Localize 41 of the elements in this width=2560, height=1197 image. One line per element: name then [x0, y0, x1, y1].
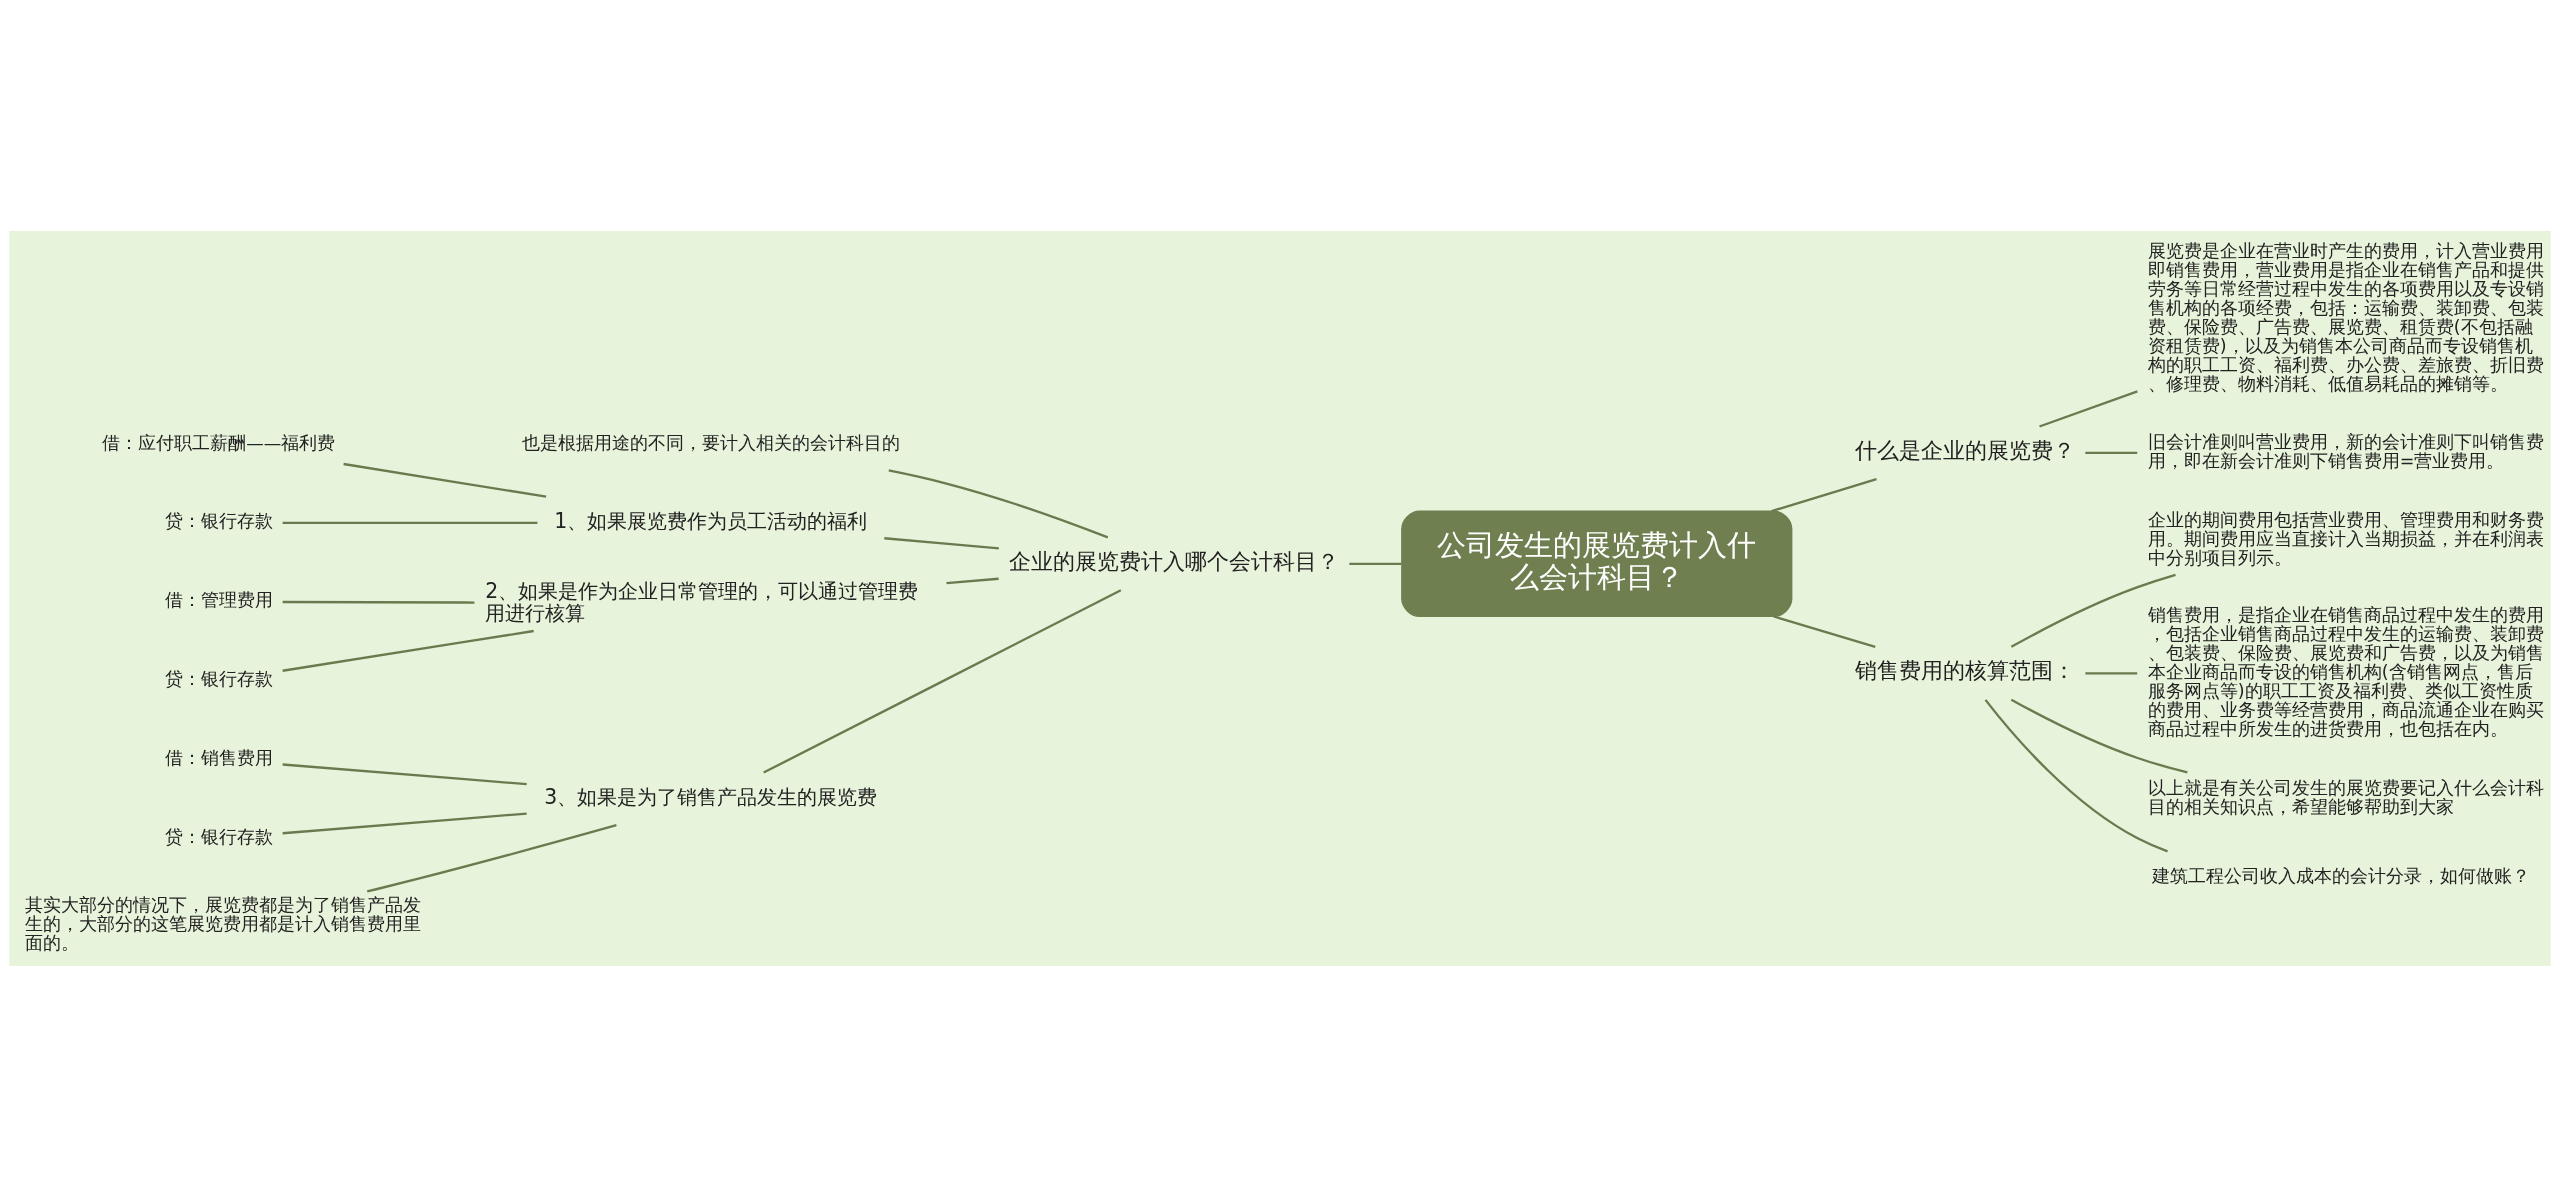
connector — [763, 589, 1122, 774]
connector — [1771, 478, 1877, 513]
connector — [282, 812, 527, 835]
node-text: 借：管理费用 — [164, 590, 273, 611]
node-text: 3、如果是为了销售产品发生的展览费 — [544, 785, 878, 810]
connector — [884, 537, 999, 550]
node-text: 旧会计准则叫营业费用，新的会计准则下叫销售费用，即在新会计准则下销售费用=营业费用。 — [2147, 431, 2544, 471]
node-text: 借：销售费用 — [164, 747, 273, 768]
connector — [343, 462, 547, 498]
connector — [1349, 562, 1402, 565]
connector — [282, 763, 527, 786]
connector — [282, 521, 538, 525]
node-text: 贷：银行存款 — [164, 669, 273, 690]
node-text: 企业的展览费计入哪个会计科目？ — [1009, 548, 1340, 574]
connector — [366, 824, 617, 893]
node-text: 企业的期间费用包括营业费用、管理费用和财务费用。期间费用应当直接计入当期损益，并在利润表中分别项目列示。 — [2147, 510, 2544, 568]
node-text: 以上就是有关公司发生的展览费要记入什么会计科目的相关知识点，希望能够帮助到大家 — [2147, 777, 2544, 817]
connector — [1984, 699, 2168, 853]
connector — [2085, 672, 2138, 675]
connector — [946, 577, 999, 585]
node-text: 也是根据用途的不同，要计入相关的会计科目的 — [521, 432, 900, 453]
node-text: 展览费是企业在营业时产生的费用，计入营业费用即销售费用，营业费用是指企业在销售产品和提供劳务等日常经营过程中发生的各项费用以及专设销售机构的各项经费，包括：运输费、装卸费、包装费、保险费、广告费、展览费、租赁费(不包括融资租赁费)，以及为销售本公司商品而专设销售机构的职工工资、福利费、办公费、差旅费、折旧费、修理费、物料消耗、低值易耗品的摊销等。 — [2147, 240, 2544, 394]
connector — [2010, 573, 2176, 648]
node-text: 贷：银行存款 — [164, 511, 273, 532]
connector — [282, 629, 534, 672]
connector — [282, 600, 475, 604]
node-text: 贷：银行存款 — [164, 826, 273, 847]
connector — [2010, 698, 2188, 774]
node-text: 1、如果展览费作为员工活动的福利 — [554, 509, 868, 534]
connector — [1773, 615, 1876, 649]
connector — [2039, 390, 2138, 428]
node-text: 销售费用，是指企业在销售商品过程中发生的费用，包括企业销售商品过程中发生的运输费、装卸费、包装费、保险费、展览费和广告费，以及为销售本企业商品而专设的销售机构(含销售网点，售后服务网点等)的职工工资及福利费、类似工资性质的费用、业务费等经营费用，商品流通企业在购买商品过程中所发生的进货费用，也包括在内。 — [2147, 604, 2544, 739]
connector — [2085, 451, 2138, 455]
node-text: 其实大部分的情况下，展览费都是为了销售产品发生的，大部分的这笔展览费用都是计入销售费用里面的。 — [25, 895, 422, 954]
connector — [888, 469, 1109, 539]
node-text: 销售费用的核算范围： — [1854, 658, 2075, 684]
node-text: 借：应付职工薪酬——福利费 — [102, 432, 336, 453]
node-text: 2、如果是作为企业日常管理的，可以通过管理费用进行核算 — [485, 578, 919, 625]
node-box: 公司发生的展览费计入什么会计科目？ — [1401, 510, 1793, 618]
node-text: 什么是企业的展览费？ — [1854, 438, 2075, 463]
node-text: 建筑工程公司收入成本的会计分录，如何做账？ — [2152, 866, 2531, 887]
